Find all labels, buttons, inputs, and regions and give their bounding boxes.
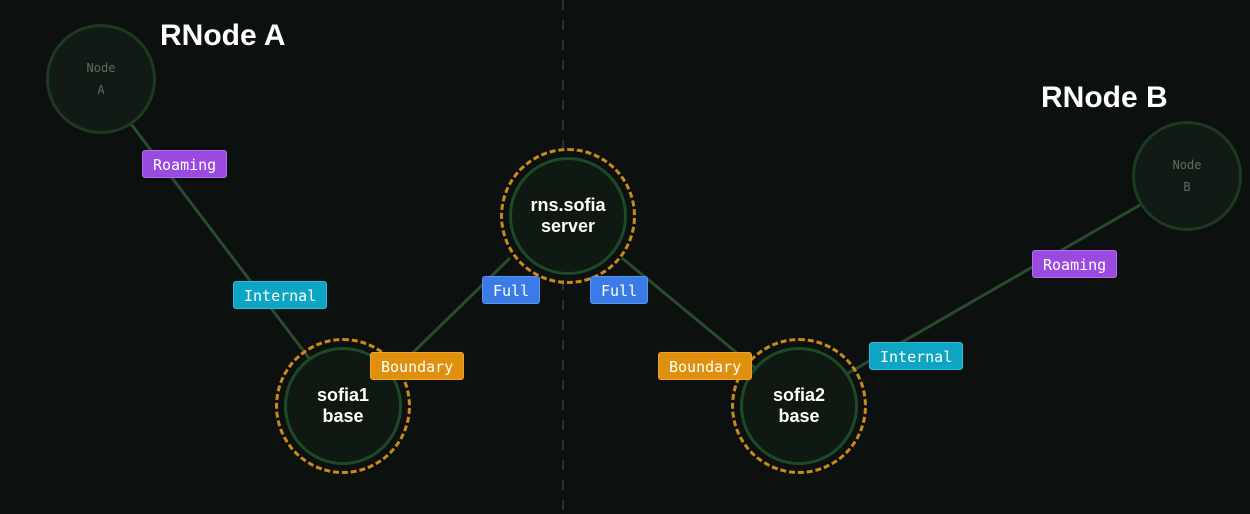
sofia1-label: sofia1 base xyxy=(316,385,370,426)
sofia2-label: sofia2 base xyxy=(772,385,826,426)
internal-tag-b: Internal xyxy=(869,342,964,370)
server-label: rns.sofia server xyxy=(530,195,606,236)
roaming-tag-a: Roaming xyxy=(142,150,228,178)
node-b[interactable]: Node B xyxy=(1132,121,1242,231)
rnode-b-title: RNode B xyxy=(1041,81,1168,114)
node-a-label: Node A xyxy=(86,61,116,97)
sofia2-base-node[interactable]: sofia2 base xyxy=(731,338,867,474)
node-a[interactable]: Node A xyxy=(46,24,156,134)
roaming-tag-b: Roaming xyxy=(1032,250,1118,278)
full-tag-right: Full xyxy=(590,276,649,304)
boundary-tag-2: Boundary xyxy=(658,352,753,380)
sofia1-base-node[interactable]: sofia1 base xyxy=(275,338,411,474)
internal-tag-a: Internal xyxy=(233,281,328,309)
full-tag-left: Full xyxy=(482,276,541,304)
boundary-tag-1: Boundary xyxy=(370,352,465,380)
rnode-a-title: RNode A xyxy=(160,19,286,52)
node-b-label: Node B xyxy=(1172,158,1202,194)
rns-sofia-server-node[interactable]: rns.sofia server xyxy=(500,148,636,284)
